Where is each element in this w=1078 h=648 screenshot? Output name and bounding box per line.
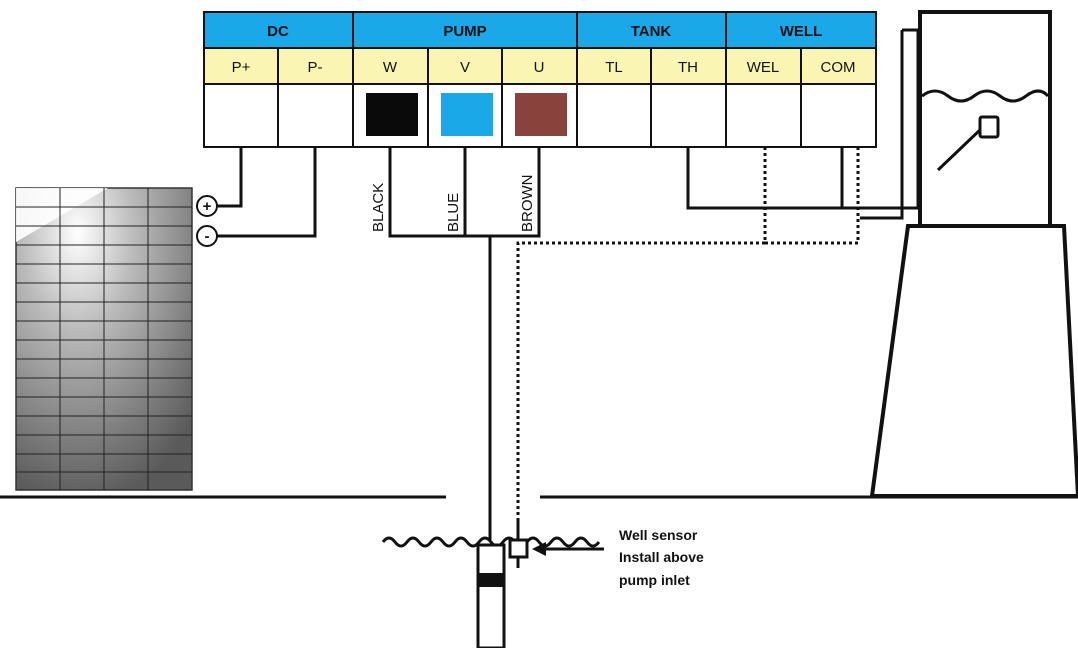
water-tank xyxy=(869,10,1078,498)
negative-dc-wire xyxy=(217,147,317,238)
positive-terminal-marker: + xyxy=(196,195,218,217)
brown-wire-label: BROWN xyxy=(519,175,536,233)
tank-group-label: TANK xyxy=(631,23,672,40)
black-wire-label: BLACK xyxy=(370,183,387,232)
terminal-label-cell xyxy=(725,47,802,85)
dc-header xyxy=(203,11,354,49)
terminal-cell-p-plus xyxy=(203,83,279,148)
well-sensor-arrow xyxy=(532,542,604,556)
tank-float-lead xyxy=(860,30,904,220)
positive-dc-wire xyxy=(217,147,243,208)
black-wire-color-swatch xyxy=(366,93,418,136)
well-sensor-note-line-3: pump inlet xyxy=(619,572,690,588)
well-sensor-note-line-2: Install above xyxy=(619,549,704,565)
well-sensor-note-line-1: Well sensor xyxy=(619,527,698,543)
dc-group-label: DC xyxy=(267,23,289,40)
pump-group-label: PUMP xyxy=(443,23,486,40)
terminal-screw-row xyxy=(203,83,877,148)
terminal-cell-wel xyxy=(725,83,802,148)
tank-water-level xyxy=(921,89,1050,103)
brown-wire-color-swatch xyxy=(515,93,567,136)
submersible-pump xyxy=(476,543,506,648)
well-sensor xyxy=(508,518,529,568)
solar-panel xyxy=(15,187,193,491)
terminal-cell-com xyxy=(800,83,877,148)
positive-sign: + xyxy=(203,198,212,215)
terminal-th-label: TH xyxy=(678,59,698,76)
terminal-label-cell xyxy=(427,47,503,85)
terminal-label-cell xyxy=(576,47,652,85)
terminal-tl-label: TL xyxy=(605,59,623,76)
terminal-cell-tl xyxy=(576,83,652,148)
blue-wire-color-swatch xyxy=(441,93,493,136)
pump-header xyxy=(352,11,578,49)
well-water-level xyxy=(381,536,601,548)
well-group-label: WELL xyxy=(780,23,823,40)
terminal-wel-label: WEL xyxy=(747,59,780,76)
float-switch-arm xyxy=(936,126,984,172)
well-sensor-cable xyxy=(516,147,860,540)
tank-stand xyxy=(869,224,1078,498)
pump-cable xyxy=(388,147,541,540)
terminal-label-cell xyxy=(277,47,354,85)
float-switch xyxy=(978,115,1000,139)
terminal-p-minus-label: P- xyxy=(308,59,323,76)
terminal-cell-p-minus xyxy=(277,83,354,148)
well-header xyxy=(725,11,877,49)
blue-wire-label: BLUE xyxy=(445,193,462,232)
negative-terminal-marker: - xyxy=(196,225,218,247)
terminal-p-plus-label: P+ xyxy=(232,59,251,76)
terminal-label-row: P+ P- W V U TL TH WEL COM xyxy=(203,47,877,85)
terminal-u-label: U xyxy=(534,59,545,76)
well-sensor-note: Well sensor Install above pump inlet xyxy=(619,527,704,588)
controller-terminal-block: DC PUMP TANK WELL P+ P- W V U TL TH WEL … xyxy=(203,11,877,148)
terminal-v-label: V xyxy=(460,59,470,76)
terminal-com-label: COM xyxy=(821,59,856,76)
terminal-cell-th xyxy=(650,83,727,148)
negative-sign: - xyxy=(205,228,210,245)
terminal-w-label: W xyxy=(383,59,398,76)
